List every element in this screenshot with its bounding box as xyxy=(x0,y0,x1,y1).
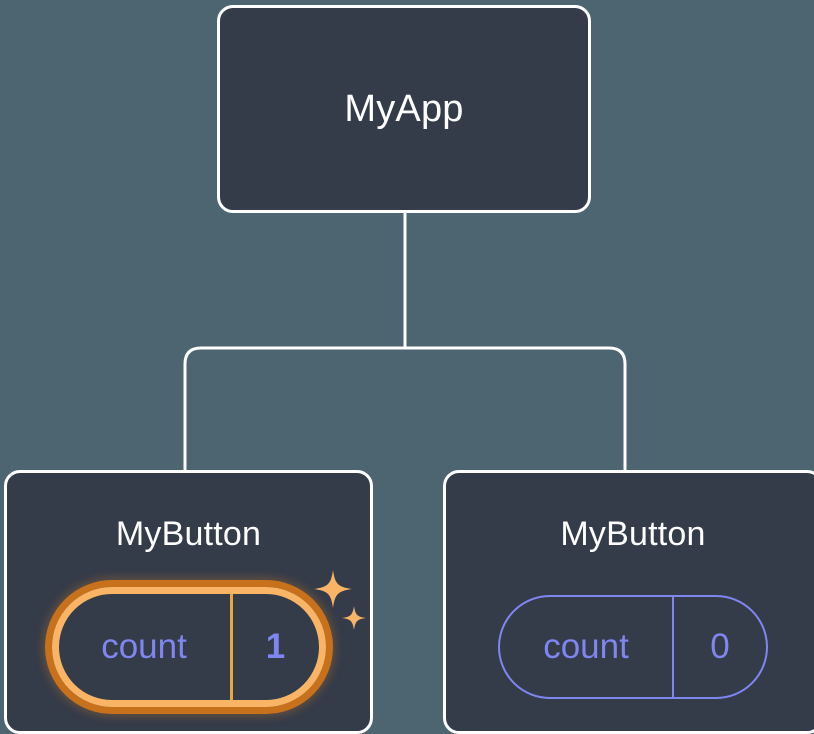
state-pill-unchanged[interactable]: count 0 xyxy=(498,595,768,699)
sparkle-large-icon xyxy=(313,570,352,608)
node-myapp-label: MyApp xyxy=(344,87,464,130)
state-value-updated: 1 xyxy=(229,594,319,700)
connector-branch-bar xyxy=(183,346,627,470)
node-mybutton-updated-label: MyButton xyxy=(115,515,262,553)
state-pill-updated-inner: count 1 xyxy=(51,587,326,707)
state-key-unchanged: count xyxy=(543,627,629,666)
state-pill-updated-wrap: count 1 xyxy=(44,570,366,714)
node-mybutton-unchanged-label: MyButton xyxy=(560,515,706,553)
node-myapp[interactable]: MyApp xyxy=(217,5,591,213)
state-pill-updated[interactable]: count 1 xyxy=(44,580,333,714)
sparkle-small-icon xyxy=(341,606,366,630)
node-mybutton-unchanged[interactable]: MyButton count 0 xyxy=(443,470,814,734)
state-value-unchanged: 0 xyxy=(672,597,766,697)
node-mybutton-updated[interactable]: MyButton count 1 xyxy=(4,470,373,734)
state-key-updated: count xyxy=(101,627,187,666)
state-pill-unchanged-wrap: count 0 xyxy=(498,595,768,699)
